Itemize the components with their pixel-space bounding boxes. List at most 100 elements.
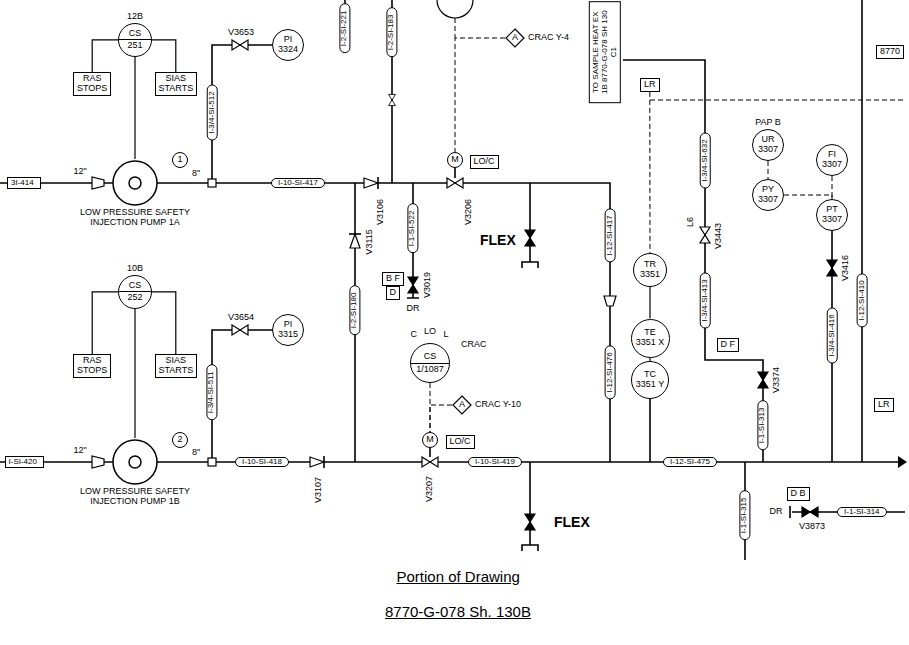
line-number-tag: I-12-SI-417	[605, 208, 616, 262]
line-number-tag: I-12-SI-475	[663, 457, 717, 468]
tag-box: RAS STOPS	[73, 72, 111, 96]
instrument-text: FI	[828, 150, 836, 160]
tag-label: 12"	[73, 167, 88, 177]
instrument-text: 2	[177, 435, 182, 445]
instrument-bubble: PAP BUR3307	[752, 118, 784, 161]
tag-text: I-3/4-SI-413	[701, 279, 710, 321]
gate-valve	[758, 372, 768, 388]
instrument-line	[212, 45, 288, 183]
signal-line	[134, 57, 135, 159]
instrument-text: M	[426, 435, 434, 445]
signal-line	[784, 195, 832, 199]
tag-text: I-1-SI-313	[758, 407, 767, 443]
tag-label: V3654	[227, 313, 255, 323]
instrument-bubble: PT3307	[816, 199, 848, 231]
tag-label: 10B	[127, 264, 143, 274]
tee-fitting	[208, 179, 216, 187]
signal-line	[92, 292, 118, 354]
offpage-connector: 3I-414	[7, 177, 41, 190]
tag-text: I-3/4-SI-632	[701, 139, 710, 181]
tag-text: I-3/4-SI-511	[207, 371, 216, 413]
flex-connection	[522, 462, 538, 551]
tag-text: LR	[878, 400, 890, 410]
tag-label: 12"	[73, 446, 88, 456]
tag-label: V3653	[227, 28, 255, 38]
diamond-path	[453, 396, 471, 414]
line-number-tag: I-10-SI-418	[235, 457, 289, 468]
line-number-tag: I-3/4-SI-632	[700, 132, 711, 188]
instrument-circle: PY3307	[752, 179, 784, 211]
instrument-bubble: FI3307	[816, 144, 848, 176]
interlock-diamond: ACRAC Y-4	[505, 28, 569, 48]
instrument-text: TR	[644, 260, 656, 270]
instrument-circle: PT3307	[816, 199, 848, 231]
signal-line	[455, 38, 505, 152]
tag-text: I-1-SI-522	[408, 210, 417, 246]
tag-box: B F	[382, 272, 404, 286]
instrument-text: 3307	[758, 145, 778, 155]
interlock-diamond-shape: A	[505, 28, 525, 48]
tag-label: C	[410, 330, 419, 340]
signal-line	[134, 309, 135, 438]
gate-valve	[389, 94, 396, 105]
tag-label: 8"	[191, 169, 201, 179]
tag-label: V3416	[841, 254, 851, 282]
instrument-bubble: 12BCS251	[118, 12, 152, 57]
line-number-tag: I-3/4-SI-512	[207, 84, 218, 140]
line-number-tag: I-3/4-SI-416	[827, 307, 838, 363]
line-number-tag: I-2-SI-180	[349, 285, 360, 335]
tag-text: D F	[721, 340, 736, 350]
instrument-bubble: TC3351 Y	[631, 361, 669, 399]
instrument-circle: CS252	[118, 275, 152, 309]
gate-valve	[232, 40, 248, 50]
callout-circle: 2	[172, 432, 188, 448]
signal-line	[152, 40, 176, 72]
line-number-tag: I-1-SI-313	[757, 400, 768, 450]
instrument-text: PI	[284, 35, 293, 45]
instrument-text: 252	[127, 293, 142, 303]
pump-circle	[113, 440, 157, 484]
flex-connection	[522, 183, 538, 268]
process-lines	[0, 0, 905, 560]
motor-valve	[422, 457, 438, 467]
callout-circle: M	[422, 432, 438, 448]
instrument-text: PT	[826, 205, 838, 215]
instrument-circle: TC3351 Y	[631, 361, 669, 399]
drawing-number: 8770-G-078 Sh. 130B	[384, 604, 532, 621]
line-number-tag: I-2-SI-183	[386, 7, 397, 57]
tag-text: I-10-SI-417	[278, 179, 318, 188]
line-number-tag: I-3/4-SI-413	[700, 272, 711, 328]
flow-arrow	[898, 456, 907, 468]
instrument-text: 3307	[822, 215, 842, 225]
pump-casing	[111, 438, 159, 486]
tag-text: I-1-SI-314	[844, 508, 880, 517]
instrument-bubble: TR3351	[633, 253, 667, 287]
instrument-text: UR	[762, 135, 775, 145]
process-line	[861, 0, 863, 462]
pump-label: LOW PRESSURE SAFETY INJECTION PUMP 1B	[73, 486, 197, 507]
instrument-circle: UR3307	[752, 129, 784, 161]
tag-text: LO/C	[474, 157, 495, 167]
tag-text: I-12-SI-475	[670, 458, 710, 467]
reducer	[92, 456, 104, 468]
tag-box: LO/C	[446, 435, 475, 449]
divider-line	[411, 363, 449, 364]
tag-text: LR	[644, 80, 656, 90]
line-number-tag: I-1-SI-314	[837, 507, 887, 518]
discharge-header	[157, 183, 610, 462]
continuation-box: TO SAMPLE HEAT EX 1B 8770-G-078 SH 130 C…	[589, 1, 621, 103]
tag-label: V3107	[314, 476, 324, 504]
tag-box: RAS STOPS	[73, 354, 111, 378]
gate-valve	[700, 227, 710, 243]
instrument-circle: CS251	[118, 23, 152, 57]
tag-text: I-12-SI-410	[858, 280, 867, 320]
tag-text: RAS STOPS	[77, 74, 107, 94]
instrument-text: M	[451, 155, 459, 165]
impeller-circle	[129, 456, 141, 468]
tag-text: D	[390, 288, 397, 298]
tag-label: CRAC	[460, 340, 488, 350]
tag-label: L6	[686, 216, 696, 228]
instrument-bubble: PI3324	[272, 29, 304, 61]
interlock-tag: CRAC Y-4	[528, 33, 569, 43]
